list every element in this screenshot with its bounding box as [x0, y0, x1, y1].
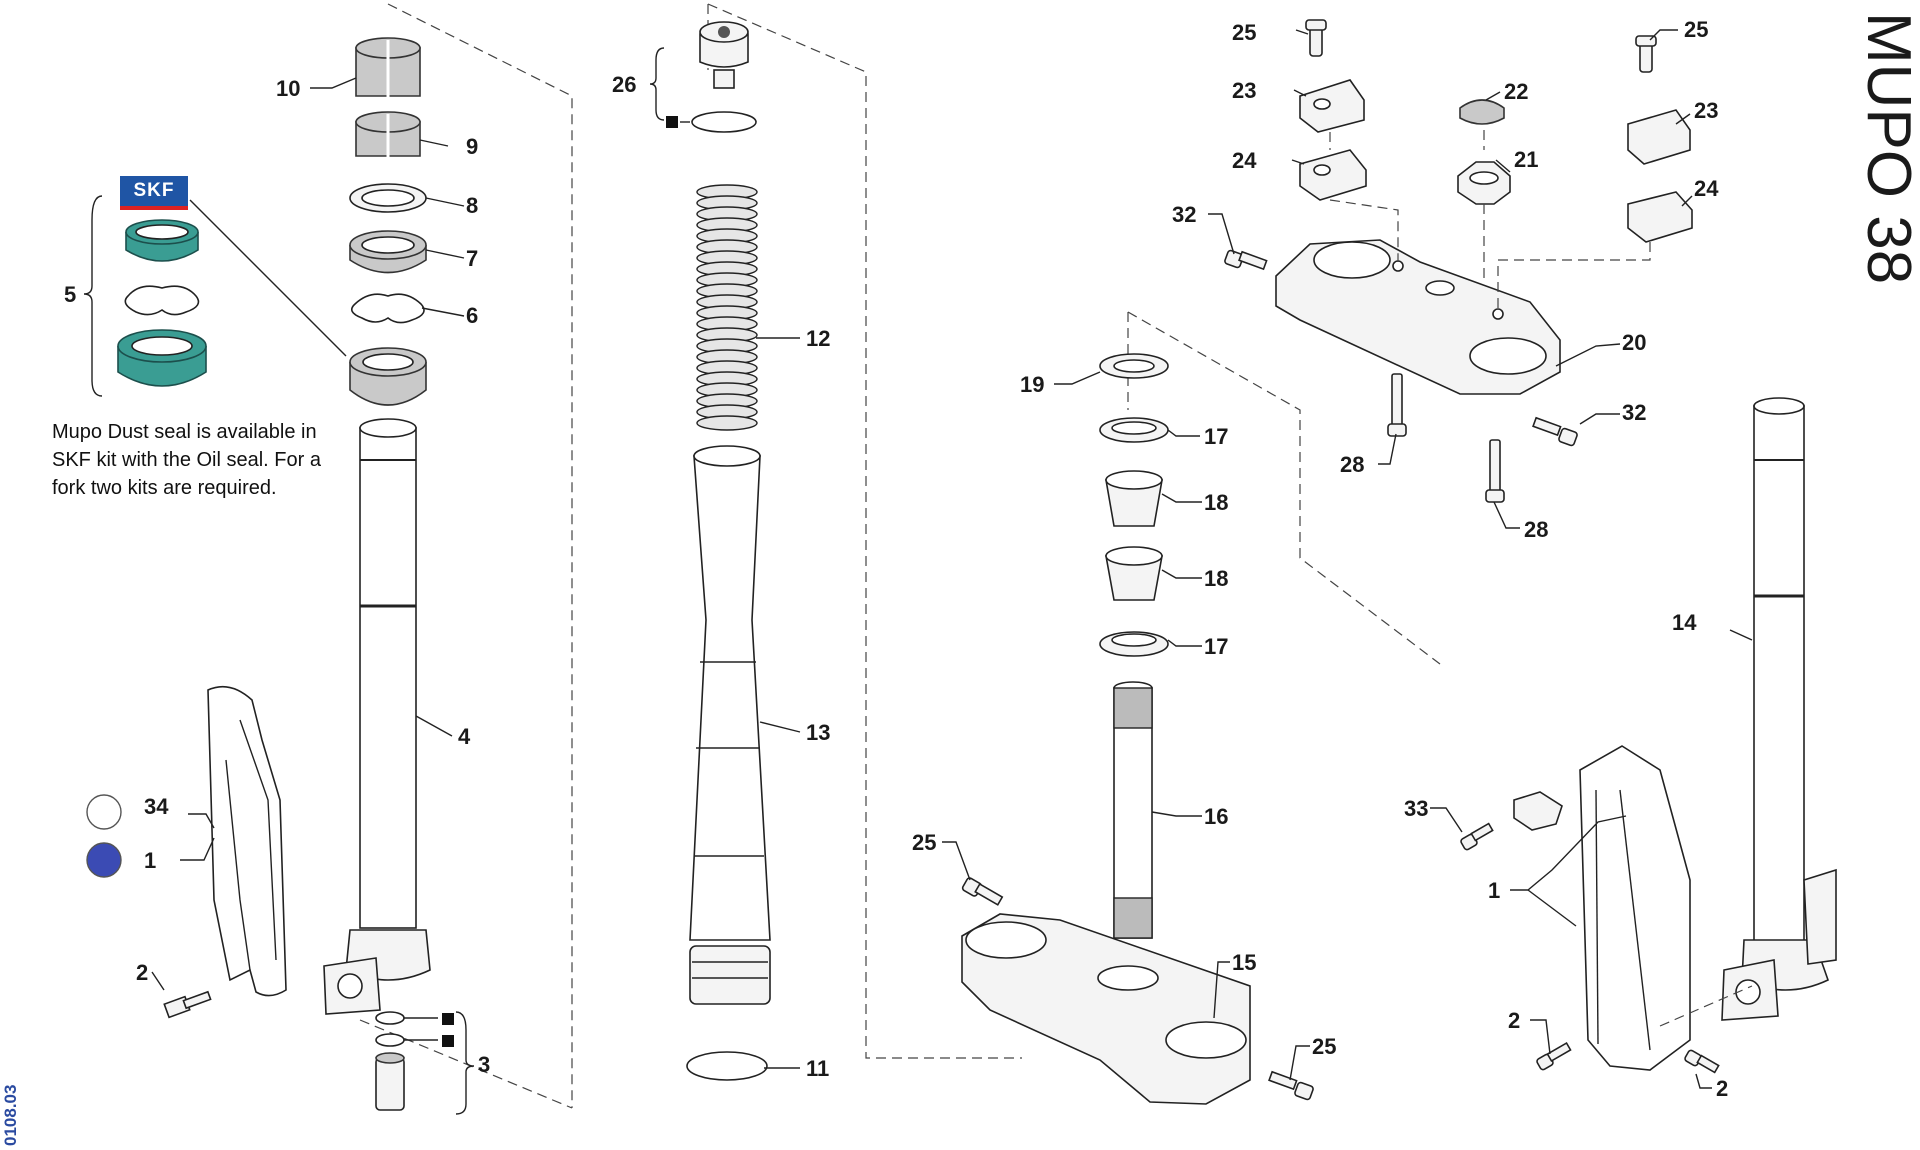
handlebar-clamp-upper-right [1627, 109, 1691, 165]
callout-8: 8 [466, 193, 478, 218]
triple-clamp-bolt-right [1485, 439, 1505, 503]
callout-5: 5 [64, 282, 76, 307]
callout-32: 32 [1172, 202, 1196, 227]
callout-32: 32 [1622, 400, 1646, 425]
lower-clamp-bolt-right [1268, 1070, 1314, 1101]
steering-stem [1113, 681, 1153, 939]
cap-o-ring [691, 111, 757, 133]
callout-7: 7 [466, 246, 478, 271]
right-fork-tube [1721, 397, 1837, 1021]
callout-17: 17 [1204, 424, 1228, 449]
right-fork-guard [1579, 745, 1691, 1071]
outer-tube-ring [686, 1051, 768, 1081]
sold-separately-marker [666, 116, 678, 128]
callout-34: 34 [144, 794, 169, 819]
callout-28: 28 [1340, 452, 1364, 477]
upper-bushing [355, 37, 421, 100]
fork-cap [699, 21, 749, 89]
callout-2: 2 [1716, 1076, 1728, 1101]
callout-17: 17 [1204, 634, 1228, 659]
callout-10: 10 [276, 76, 300, 101]
callout-labels: 10 9 8 7 6 5 4 3 2 34 1 26 12 13 11 25 2… [64, 17, 1728, 1101]
callout-25: 25 [912, 830, 936, 855]
steering-stem-nut [1457, 161, 1511, 205]
option-blue-swatch [86, 842, 122, 878]
tapered-bearing-lower [1105, 546, 1163, 601]
callout-23: 23 [1232, 78, 1256, 103]
callout-2: 2 [1508, 1008, 1520, 1033]
oil-seal [349, 230, 427, 274]
callout-15: 15 [1232, 950, 1256, 975]
option-white-swatch [86, 794, 122, 830]
callout-28: 28 [1524, 517, 1548, 542]
clamp-pinch-bolt-right [1532, 416, 1578, 447]
lower-triple-clamp [961, 913, 1251, 1105]
callout-1: 1 [1488, 878, 1500, 903]
callout-33: 33 [1404, 796, 1428, 821]
callout-4: 4 [458, 724, 471, 749]
callout-12: 12 [806, 326, 830, 351]
skf-logo: SKF [120, 176, 188, 210]
callout-26: 26 [612, 72, 636, 97]
foot-valve-assembly [375, 1011, 405, 1111]
callout-24: 24 [1232, 148, 1257, 173]
document-number: 0108.03 [1, 1085, 20, 1146]
fork-guard [207, 685, 287, 997]
triple-clamp-bolt-left [1387, 373, 1407, 437]
callout-3: 3 [478, 1052, 490, 1077]
callout-14: 14 [1672, 610, 1697, 635]
sold-separately-marker [442, 1013, 454, 1025]
outer-fork-tube [689, 445, 771, 1005]
bearing-race-lower [1099, 631, 1169, 657]
sold-separately-marker [442, 1035, 454, 1047]
callout-19: 19 [1020, 372, 1044, 397]
callout-6: 6 [466, 303, 478, 328]
handlebar-clamp-lower-left [1299, 149, 1367, 201]
guard-clip-screw [1460, 822, 1494, 851]
callout-22: 22 [1504, 79, 1528, 104]
callout-11: 11 [806, 1056, 829, 1081]
callout-23: 23 [1694, 98, 1718, 123]
callout-18: 18 [1204, 566, 1228, 591]
diagram-title: MUPO 38 [1854, 12, 1920, 284]
clamp-bolt-top-right [1635, 35, 1657, 73]
circlip [350, 293, 425, 324]
callout-24: 24 [1694, 176, 1719, 201]
callout-21: 21 [1514, 147, 1538, 172]
guard-screw [163, 990, 212, 1019]
handlebar-clamp-lower-right [1627, 191, 1693, 243]
clamp-bolt-top-left [1305, 19, 1327, 57]
handlebar-clamp-upper-left [1299, 79, 1365, 133]
spring-coil [696, 415, 758, 431]
callout-1: 1 [144, 848, 156, 873]
tapered-bearing-upper [1105, 470, 1163, 527]
right-guard-screw-left [1536, 1041, 1572, 1071]
bearing-race-upper [1099, 417, 1169, 443]
clamp-pinch-bolt-left [1224, 249, 1268, 271]
skf-seal-kit [117, 219, 207, 387]
lower-bushing [355, 111, 421, 160]
inner-fork-tube [323, 418, 431, 1015]
callout-13: 13 [806, 720, 830, 745]
callout-25: 25 [1312, 1034, 1336, 1059]
callout-18: 18 [1204, 490, 1228, 515]
callout-20: 20 [1622, 330, 1646, 355]
upper-triple-clamp [1275, 239, 1561, 395]
fork-spring [696, 184, 758, 431]
callout-2: 2 [136, 960, 148, 985]
callout-25: 25 [1232, 20, 1256, 45]
stem-cap [1459, 99, 1505, 125]
callout-16: 16 [1204, 804, 1228, 829]
dust-seal-note: Mupo Dust seal is available in SKF kit w… [52, 421, 321, 499]
lower-clamp-bolt-left [961, 877, 1004, 906]
callout-9: 9 [466, 134, 478, 159]
right-guard-screw-right [1684, 1049, 1720, 1074]
guard-clip [1513, 791, 1563, 831]
callout-25: 25 [1684, 17, 1708, 42]
dust-seal [349, 347, 427, 406]
